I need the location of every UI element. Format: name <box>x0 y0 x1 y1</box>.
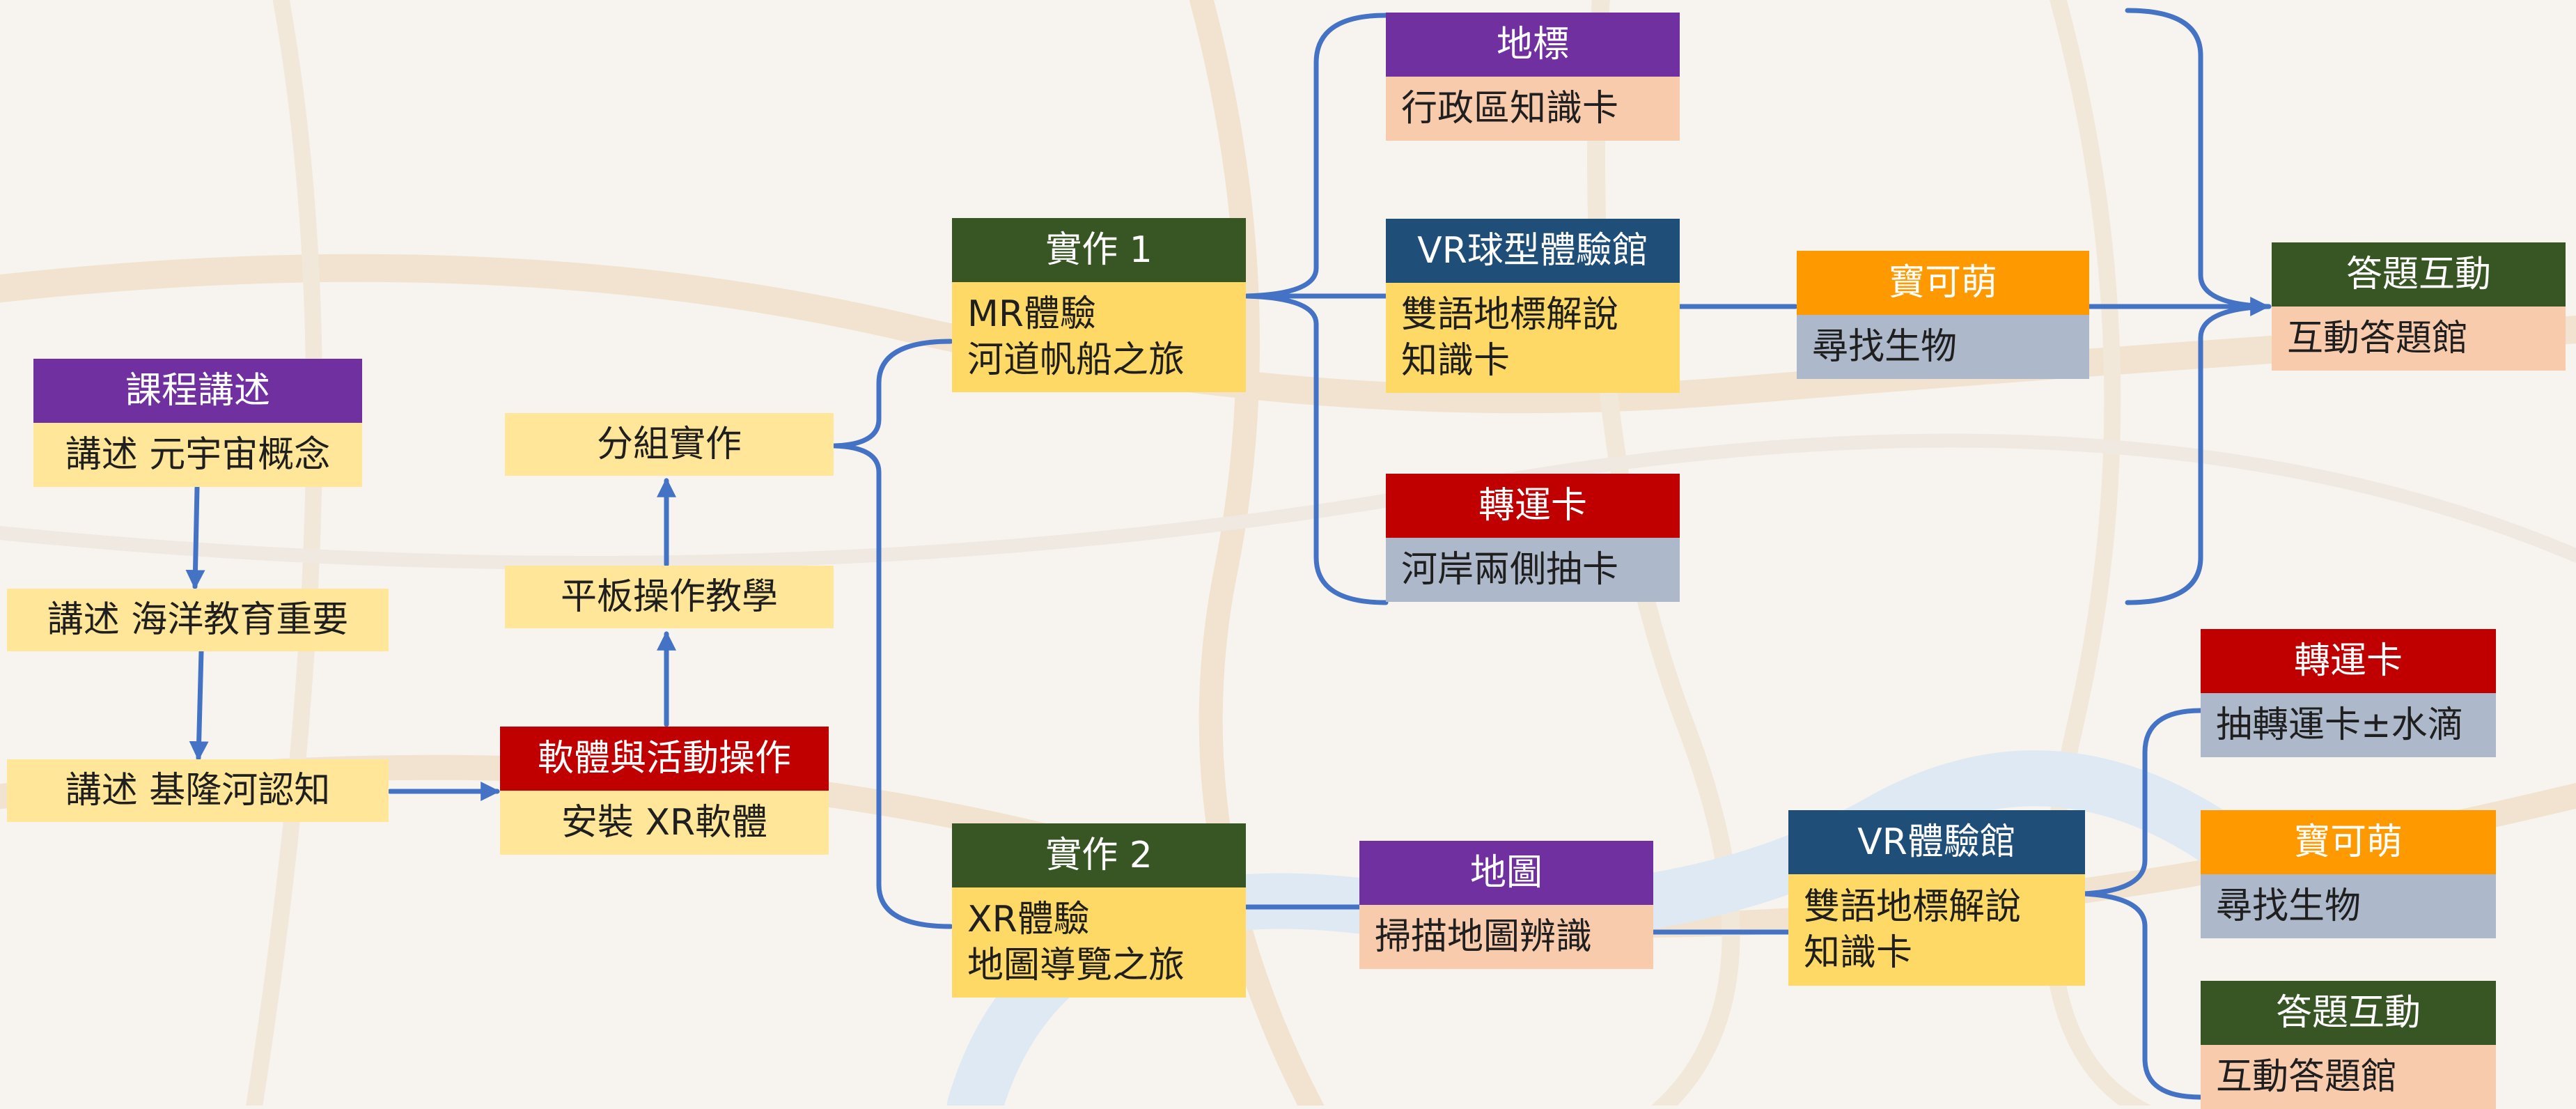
practice1-header: 實作 1 <box>952 218 1246 282</box>
transfer-card-2-header: 轉運卡 <box>2201 629 2496 693</box>
course-header: 課程講述 <box>33 359 362 423</box>
brace-group-to-practices <box>832 339 953 929</box>
software-body: 安裝 XR軟體 <box>500 791 829 855</box>
pokemon-1-node: 寶可萌 尋找生物 <box>1797 251 2089 379</box>
map-node: 地圖 掃描地圖辨識 <box>1359 841 1653 969</box>
course-node: 課程講述 講述 元宇宙概念 <box>33 359 362 487</box>
software-header: 軟體與活動操作 <box>500 727 829 791</box>
practice2-line2: 地圖導覽之旅 <box>967 945 1185 986</box>
vr-sphere-body: 雙語地標解說 知識卡 <box>1386 283 1680 393</box>
map-road <box>1189 0 1325 1106</box>
group-body: 分組實作 <box>505 413 834 476</box>
tablet-node: 平板操作教學 <box>505 566 834 628</box>
vr-sphere-line1: 雙語地標解說 <box>1401 294 1619 336</box>
map-road <box>0 254 2576 414</box>
tablet-body: 平板操作教學 <box>505 566 834 628</box>
practice2-header: 實作 2 <box>952 823 1246 887</box>
vr-hall-line2: 知識卡 <box>1804 932 1913 974</box>
map-body: 掃描地圖辨識 <box>1359 905 1653 969</box>
quiz-1-body: 互動答題館 <box>2272 307 2566 371</box>
brace-practice1-to-options <box>1244 13 1389 605</box>
practice2-body: XR體驗 地圖導覽之旅 <box>952 887 1246 998</box>
transfer-card-1-node: 轉運卡 河岸兩側抽卡 <box>1386 474 1680 602</box>
landmark-node: 地標 行政區知識卡 <box>1386 13 1680 141</box>
quiz-2-body: 互動答題館 <box>2201 1045 2496 1109</box>
brace-vr-hall-to-options <box>2082 708 2203 1100</box>
vr-sphere-line2: 知識卡 <box>1401 340 1511 382</box>
landmark-header: 地標 <box>1386 13 1680 77</box>
vr-hall-node: VR體驗館 雙語地標解說 知識卡 <box>1788 810 2085 986</box>
brace-options-to-quiz <box>2125 8 2272 605</box>
transfer-card-1-header: 轉運卡 <box>1386 474 1680 538</box>
map-road <box>246 0 323 1106</box>
vr-hall-body: 雙語地標解說 知識卡 <box>1788 874 2085 986</box>
software-node: 軟體與活動操作 安裝 XR軟體 <box>500 727 829 855</box>
keelung-body: 講述 基隆河認知 <box>7 759 389 822</box>
practice2-line1: XR體驗 <box>967 899 1090 940</box>
practice2-node: 實作 2 XR體驗 地圖導覽之旅 <box>952 823 1246 998</box>
keelung-node: 講述 基隆河認知 <box>7 759 389 822</box>
transfer-card-1-body: 河岸兩側抽卡 <box>1386 538 1680 602</box>
transfer-card-2-node: 轉運卡 抽轉運卡±水滴 <box>2201 629 2496 757</box>
quiz-2-node: 答題互動 互動答題館 <box>2201 981 2496 1109</box>
practice1-body: MR體驗 河道帆船之旅 <box>952 282 1246 392</box>
landmark-body: 行政區知識卡 <box>1386 77 1680 141</box>
pokemon-2-header: 寶可萌 <box>2201 810 2496 874</box>
map-road <box>2042 0 2152 1106</box>
transfer-card-2-body: 抽轉運卡±水滴 <box>2201 693 2496 757</box>
vr-sphere-header: VR球型體驗館 <box>1386 219 1680 283</box>
pokemon-1-header: 寶可萌 <box>1797 251 2089 315</box>
pokemon-2-node: 寶可萌 尋找生物 <box>2201 810 2496 938</box>
vr-sphere-node: VR球型體驗館 雙語地標解說 知識卡 <box>1386 219 1680 393</box>
quiz-1-header: 答題互動 <box>2272 242 2566 307</box>
course-body: 講述 元宇宙概念 <box>33 423 362 487</box>
practice1-line2: 河道帆船之旅 <box>967 339 1185 381</box>
group-node: 分組實作 <box>505 413 834 476</box>
practice1-line1: MR體驗 <box>967 293 1096 335</box>
practice1-node: 實作 1 MR體驗 河道帆船之旅 <box>952 218 1246 392</box>
pokemon-2-body: 尋找生物 <box>2201 874 2496 938</box>
vr-hall-line1: 雙語地標解說 <box>1804 886 2022 928</box>
quiz-2-header: 答題互動 <box>2201 981 2496 1045</box>
ocean-body: 講述 海洋教育重要 <box>7 589 389 651</box>
ocean-node: 講述 海洋教育重要 <box>7 589 389 651</box>
map-header: 地圖 <box>1359 841 1653 905</box>
arrow-course-to-ocean <box>185 485 205 590</box>
arrow-ocean-to-keelung <box>189 649 209 761</box>
vr-hall-header: VR體驗館 <box>1788 810 2085 874</box>
pokemon-1-body: 尋找生物 <box>1797 315 2089 379</box>
quiz-1-node: 答題互動 互動答題館 <box>2272 242 2566 371</box>
